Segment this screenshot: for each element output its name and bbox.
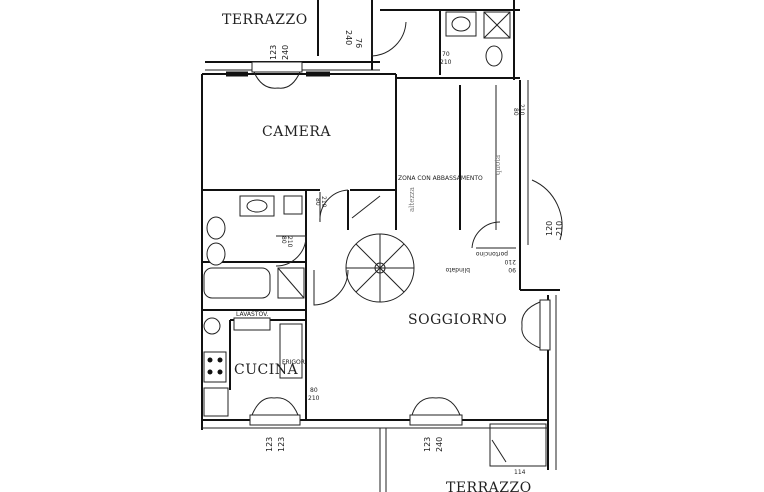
- toilet-left: [206, 216, 226, 240]
- zona-leader: [351, 195, 381, 219]
- label-portoncino: portoncino: [475, 250, 508, 257]
- sink-round: [203, 317, 221, 335]
- label-handwritten-right: quota: [494, 155, 502, 175]
- door-swing: [531, 179, 563, 241]
- dim-top-window-h: 240: [281, 45, 290, 60]
- washbasin-bowl: [246, 199, 268, 213]
- dim-wc-door-w: 80: [280, 236, 287, 244]
- bidet-square: [283, 195, 303, 215]
- toilet: [485, 45, 503, 67]
- shower-line: [483, 11, 511, 39]
- dishwasher: [233, 317, 271, 331]
- label-soggiorno: SOGGIORNO: [408, 312, 507, 328]
- window-swing: [253, 71, 301, 89]
- window-top: [251, 61, 303, 73]
- label-blindato: blindato: [445, 266, 470, 273]
- fridge: [279, 323, 303, 379]
- planter-line: [491, 439, 507, 463]
- label-terrazzo-top: TERRAZZO: [222, 12, 308, 28]
- window-swing: [521, 301, 541, 349]
- dim-bath-door-w: 70: [442, 51, 450, 58]
- dim-bottom-window2-h: 240: [435, 437, 444, 452]
- dim-portoncino-w: 90: [508, 266, 516, 273]
- door-swing: [371, 20, 407, 57]
- door-swing: [471, 221, 501, 249]
- dim-right-door-h: 210: [518, 104, 525, 116]
- label-cucina: CUCINA: [234, 362, 299, 378]
- dim-bottom-window2-w: 123: [423, 437, 432, 452]
- dim-wc-door-h: 210: [286, 236, 293, 248]
- dim-right-door-w: 80: [512, 108, 519, 116]
- label-handwritten-mid: altezza: [408, 187, 416, 212]
- dim-bottom-right: 114: [514, 469, 526, 476]
- dim-right-window-w: 120: [545, 221, 554, 236]
- door-swing: [275, 235, 307, 267]
- dim-door-top-h: 240: [344, 30, 353, 45]
- shower-line: [277, 267, 305, 299]
- window-bottom-2: [409, 414, 463, 426]
- label-zona: ZONA CON ABBASSAMENTO: [398, 175, 483, 182]
- window-bottom-1: [249, 414, 301, 426]
- terrace-planter: [489, 423, 547, 467]
- dim-camera-door-h: 210: [320, 196, 327, 208]
- label-frigor: FRIGOR.: [282, 359, 307, 366]
- dim-bottom-window1-h: 123: [277, 437, 286, 452]
- kitchen-counter: [203, 387, 229, 417]
- dim-bath-door-h: 210: [440, 59, 452, 66]
- dim-kitchen-door-h: 210: [308, 395, 320, 402]
- washbasin-bowl: [451, 16, 471, 32]
- dim-kitchen-door-w: 80: [310, 387, 318, 394]
- dim-portoncino-h: 210: [504, 258, 516, 265]
- window-swing: [251, 397, 299, 416]
- bidet-left: [206, 242, 226, 266]
- bathtub: [203, 267, 271, 299]
- door-swing: [319, 189, 349, 223]
- staircase-treads: [346, 234, 414, 302]
- dim-door-top-w: 76: [354, 38, 363, 48]
- window-swing: [411, 397, 461, 416]
- door-swing: [313, 269, 349, 306]
- washbasin-left: [239, 195, 275, 217]
- washbasin: [445, 11, 477, 37]
- cooktop: [203, 351, 227, 383]
- label-camera: CAMERA: [262, 124, 331, 140]
- label-lavastov: LAVASTOV.: [236, 311, 268, 318]
- dim-top-window-w: 123: [269, 45, 278, 60]
- label-terrazzo-bottom: TERRAZZO: [446, 480, 532, 492]
- dim-camera-door-w: 80: [314, 198, 321, 206]
- dim-bottom-window1-w: 123: [265, 437, 274, 452]
- window-right: [539, 299, 551, 351]
- dim-right-window-h: 210: [555, 221, 564, 236]
